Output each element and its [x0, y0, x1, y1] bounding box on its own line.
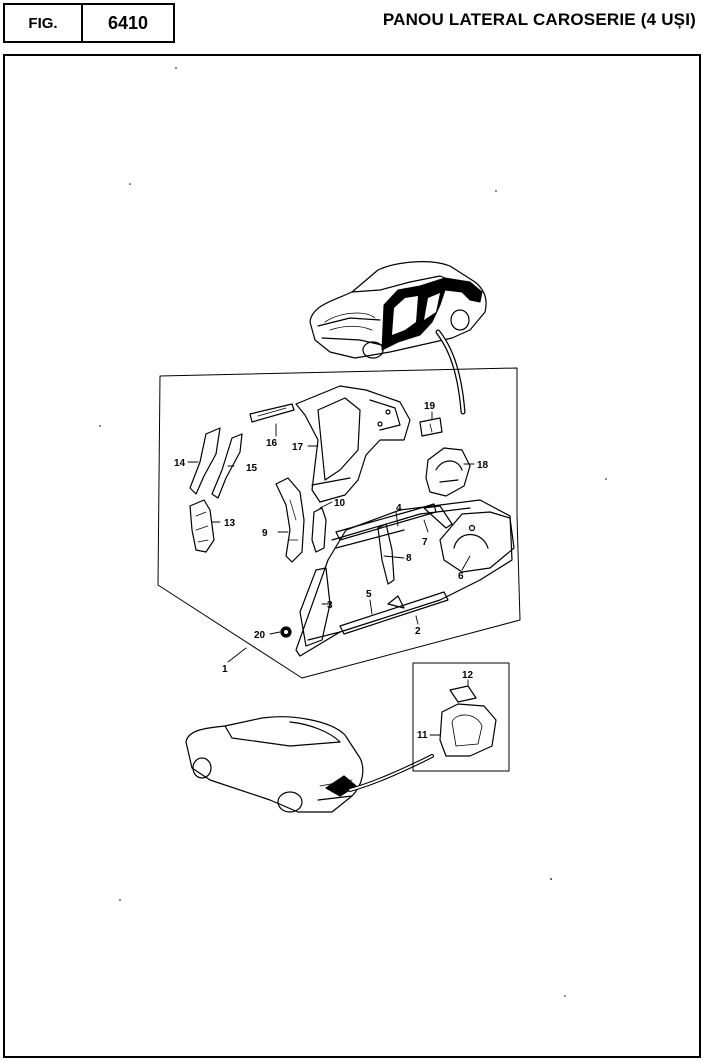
- part-18-wheelhouse: [425, 447, 471, 497]
- callout-15: 15: [246, 463, 258, 474]
- callout-13: 13: [224, 518, 236, 529]
- connector-top: [435, 329, 466, 415]
- callout-16: 16: [266, 438, 278, 449]
- callout-19: 19: [424, 401, 436, 412]
- part-16: [249, 403, 295, 423]
- callout-1: 1: [222, 664, 228, 675]
- part-8: [377, 523, 395, 585]
- callout-labels: 1 2 3 4 5 6 7 8 9 10 11 12 13 14 15 16 1…: [174, 401, 489, 741]
- part-2-side-outer-assembly: [295, 499, 513, 657]
- assembly-outline: [157, 367, 521, 679]
- page-title: PANOU LATERAL CAROSERIE (4 UȘI): [382, 10, 696, 29]
- callout-8: 8: [406, 553, 412, 564]
- connector-top-inner: [436, 330, 465, 414]
- callout-11: 11: [417, 730, 428, 741]
- part-5: [339, 591, 449, 635]
- part-7: [423, 505, 453, 529]
- callout-9: 9: [262, 528, 268, 539]
- part-19: [419, 417, 443, 437]
- part-14: [189, 427, 221, 495]
- callout-3: 3: [327, 600, 333, 611]
- part-13: [189, 499, 215, 553]
- callout-5: 5: [366, 589, 372, 600]
- diagram-frame: [3, 54, 701, 1058]
- callout-12: 12: [462, 670, 474, 681]
- leader-lines: [187, 411, 475, 663]
- part-15: [211, 433, 243, 499]
- callout-18: 18: [477, 460, 489, 471]
- part-9: [275, 477, 305, 563]
- callout-20: 20: [254, 630, 266, 641]
- callout-10: 10: [334, 498, 346, 509]
- part-17-body-side-outer: [295, 385, 411, 503]
- callout-14: 14: [174, 458, 186, 469]
- part-6-rear-quarter: [439, 511, 515, 573]
- part-10: [311, 507, 327, 553]
- fig-number: 6410: [107, 12, 149, 33]
- callout-4: 4: [396, 503, 402, 514]
- print-specks: [99, 67, 607, 997]
- reference-car-front: [309, 261, 487, 359]
- part-11: [439, 703, 497, 757]
- callout-6: 6: [458, 571, 464, 582]
- part-3: [299, 567, 331, 647]
- detail-box: [412, 662, 510, 772]
- part-4: [335, 503, 437, 541]
- reference-car-rear: [185, 716, 364, 813]
- figure-id-box: FIG. 6410: [3, 3, 175, 43]
- fig-label: FIG.: [5, 5, 83, 41]
- callout-7: 7: [422, 537, 428, 548]
- callout-17: 17: [292, 442, 304, 453]
- part-12: [449, 685, 477, 703]
- callout-2: 2: [415, 626, 421, 637]
